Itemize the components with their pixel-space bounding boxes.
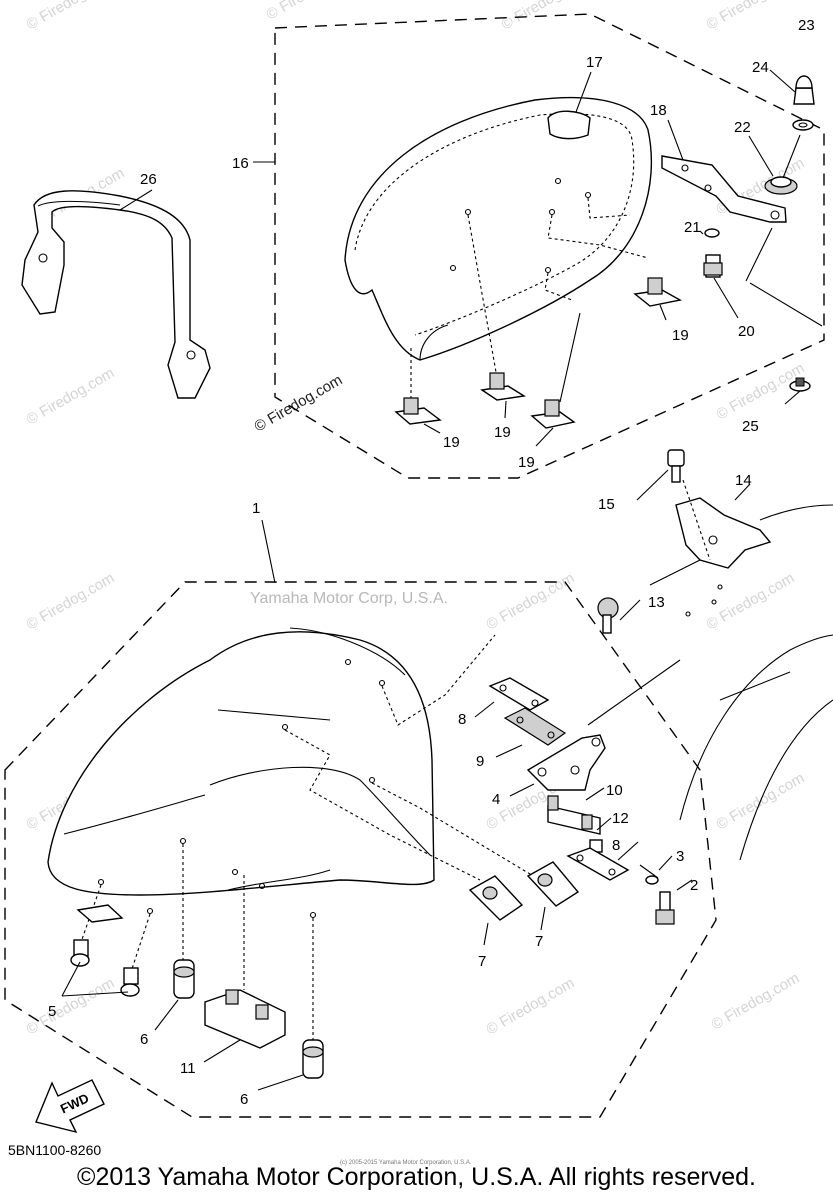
callout-21: 21 bbox=[684, 219, 701, 236]
damper-11 bbox=[204, 989, 286, 1049]
watermark-text: © Firedog.com bbox=[484, 569, 578, 633]
frame-silhouette bbox=[679, 504, 833, 861]
callout-16: 16 bbox=[232, 155, 249, 172]
rear-bracket-18 bbox=[661, 155, 787, 223]
callout-6: 6 bbox=[240, 1091, 248, 1108]
front-seat bbox=[47, 627, 435, 896]
collar-25 bbox=[789, 377, 811, 392]
callout-18: 18 bbox=[650, 102, 667, 119]
callout-7: 7 bbox=[535, 933, 543, 950]
clip-nut-19 bbox=[530, 399, 576, 429]
callout-14: 14 bbox=[735, 472, 752, 489]
clip-nut-19 bbox=[394, 397, 442, 425]
callout-5: 5 bbox=[48, 1003, 56, 1020]
damper-6 bbox=[302, 1039, 324, 1079]
watermark-text: © Firedog.com bbox=[714, 359, 808, 423]
watermark-text: © Firedog.com bbox=[24, 364, 118, 428]
clip-nut-19 bbox=[480, 372, 526, 401]
washer-24 bbox=[792, 119, 814, 131]
callout-3: 3 bbox=[676, 848, 684, 865]
front-tab bbox=[76, 904, 124, 923]
plate-9 bbox=[503, 707, 567, 746]
callout-10: 10 bbox=[606, 782, 623, 799]
leader-lines bbox=[61, 69, 801, 1091]
watermark-text: © Firedog.com bbox=[24, 569, 118, 633]
plate-8-lower bbox=[566, 847, 630, 881]
watermark-text-dark: © Firedog.com bbox=[252, 371, 346, 435]
clip-nut-7 bbox=[526, 861, 580, 907]
callout-4: 4 bbox=[492, 791, 500, 808]
bracket-4 bbox=[526, 734, 606, 791]
watermark-text: © Firedog.com bbox=[264, 0, 358, 23]
callout-19: 19 bbox=[672, 327, 689, 344]
callout-19: 19 bbox=[518, 454, 535, 471]
bolt-15 bbox=[667, 449, 685, 483]
callout-22: 22 bbox=[734, 119, 751, 136]
watermark-text: © Firedog.com bbox=[484, 974, 578, 1038]
callout-12: 12 bbox=[612, 810, 629, 827]
callout-19: 19 bbox=[443, 434, 460, 451]
callout-11: 11 bbox=[180, 1060, 196, 1077]
plate-8-upper bbox=[488, 677, 550, 711]
pin-5 bbox=[120, 967, 140, 997]
callout-26: 26 bbox=[140, 171, 157, 188]
callout-24: 24 bbox=[752, 59, 769, 76]
watermark-text: © Firedog.com bbox=[499, 0, 593, 33]
watermark-text: © Firedog.com bbox=[704, 569, 798, 633]
bracket-14 bbox=[675, 497, 772, 569]
watermark-text: © Firedog.com bbox=[24, 0, 118, 33]
callout-8: 8 bbox=[458, 711, 466, 728]
callout-15: 15 bbox=[598, 496, 615, 513]
callout-1: 1 bbox=[252, 500, 260, 517]
callout-7: 7 bbox=[478, 953, 486, 970]
callout-17: 17 bbox=[586, 54, 603, 71]
grab-bar-26 bbox=[21, 190, 211, 399]
clip-nut-7 bbox=[468, 875, 524, 921]
acorn-nut-23 bbox=[793, 75, 815, 105]
callout-2: 2 bbox=[690, 877, 698, 894]
callout-6: 6 bbox=[140, 1031, 148, 1048]
small-copyright: (c) 2005-2015 Yamaha Motor Corporation, … bbox=[340, 1160, 472, 1166]
rear-seat bbox=[344, 97, 653, 361]
bolt-13 bbox=[597, 597, 619, 634]
seat-assembly-16-outline bbox=[274, 13, 825, 479]
callouts: 1 2 3 4 5 6 6 7 7 8 8 9 10 11 12 13 14 1… bbox=[48, 17, 815, 1108]
watermark-text: © Firedog.com bbox=[704, 0, 798, 33]
callout-25: 25 bbox=[742, 418, 759, 435]
pin-5 bbox=[70, 939, 90, 967]
rear-seat-hardware-holes bbox=[410, 177, 649, 398]
callout-13: 13 bbox=[648, 594, 665, 611]
watermark-text: © Firedog.com bbox=[24, 974, 118, 1038]
damper-6 bbox=[173, 959, 195, 999]
callout-8: 8 bbox=[612, 837, 620, 854]
clip-nut-19 bbox=[633, 277, 683, 307]
forward-arrow-icon: FWD bbox=[35, 1079, 105, 1134]
callout-23: 23 bbox=[798, 17, 815, 34]
part-code: 5BN1100-8260 bbox=[8, 1142, 102, 1158]
front-seat-hardware-holes bbox=[79, 634, 541, 1040]
copyright-notice: ©2013 Yamaha Motor Corporation, U.S.A. A… bbox=[77, 1163, 756, 1191]
seat-assembly-1-outline bbox=[4, 581, 717, 1118]
watermark-text: © Firedog.com bbox=[709, 969, 803, 1033]
bracket-10 bbox=[547, 795, 601, 835]
bolt-2 bbox=[655, 891, 675, 925]
bolt-20 bbox=[703, 254, 723, 278]
washer-3 bbox=[645, 875, 659, 885]
washer-21 bbox=[704, 228, 720, 238]
callout-9: 9 bbox=[476, 753, 484, 770]
callout-20: 20 bbox=[738, 323, 755, 340]
callout-19: 19 bbox=[494, 424, 511, 441]
damper-22 bbox=[764, 176, 798, 195]
brand-watermark: Yamaha Motor Corp, U.S.A. bbox=[250, 590, 448, 607]
